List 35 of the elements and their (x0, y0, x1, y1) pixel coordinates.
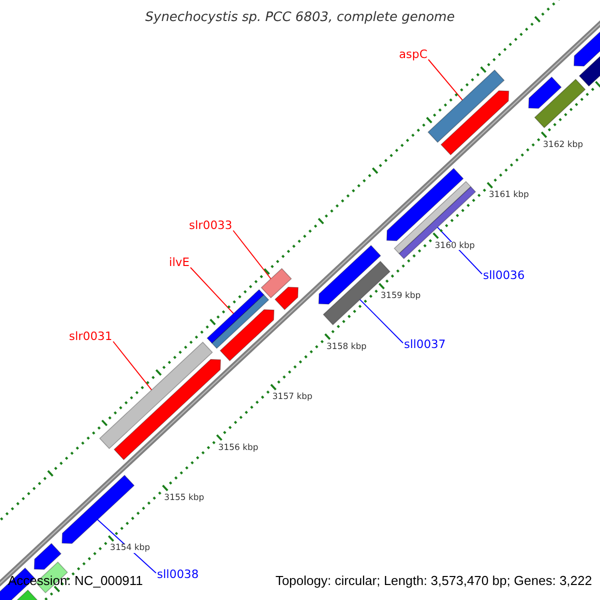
leader-line (232, 230, 272, 280)
gene-feature (274, 286, 299, 310)
gene-label: ilvE (169, 257, 190, 268)
gene-feature (99, 342, 213, 450)
gene-label: aspC (399, 49, 428, 60)
tick-label: 3161 kbp (488, 191, 530, 200)
tick-label: 3158 kbp (326, 342, 368, 352)
gene-label: sll0038 (157, 569, 199, 580)
tick-label: 3162 kbp (542, 140, 584, 150)
gene-feature (34, 542, 62, 570)
tick-label: 3154 kbp (109, 544, 152, 553)
gene-label: slr0033 (189, 220, 232, 232)
gene-feature (428, 70, 505, 143)
gene-feature (440, 90, 510, 156)
leader-line (190, 267, 234, 314)
tick-label: 3156 kbp (217, 444, 260, 452)
gene-feature (528, 76, 562, 109)
gene-feature (386, 168, 464, 242)
tick-label: 3159 kbp (380, 292, 422, 301)
gene-feature (398, 186, 476, 260)
gene-feature (260, 268, 292, 298)
tick-label: 3160 kbp (434, 242, 476, 250)
tick-label: 3157 kbp (271, 393, 314, 402)
leader-line (112, 341, 152, 390)
gene-feature (220, 309, 274, 362)
gene-label: sll0036 (483, 270, 525, 282)
leader-line (359, 299, 404, 344)
title: Synechocystis sp. PCC 6803, complete genome (144, 11, 456, 24)
leader-line (436, 226, 482, 274)
gene-feature (62, 474, 135, 544)
gene-label: sll0037 (404, 339, 446, 350)
gene-feature (534, 78, 586, 128)
gene-feature (318, 244, 382, 305)
tick-label: 3155 kbp (163, 494, 206, 503)
gene-label: slr0031 (69, 331, 112, 342)
